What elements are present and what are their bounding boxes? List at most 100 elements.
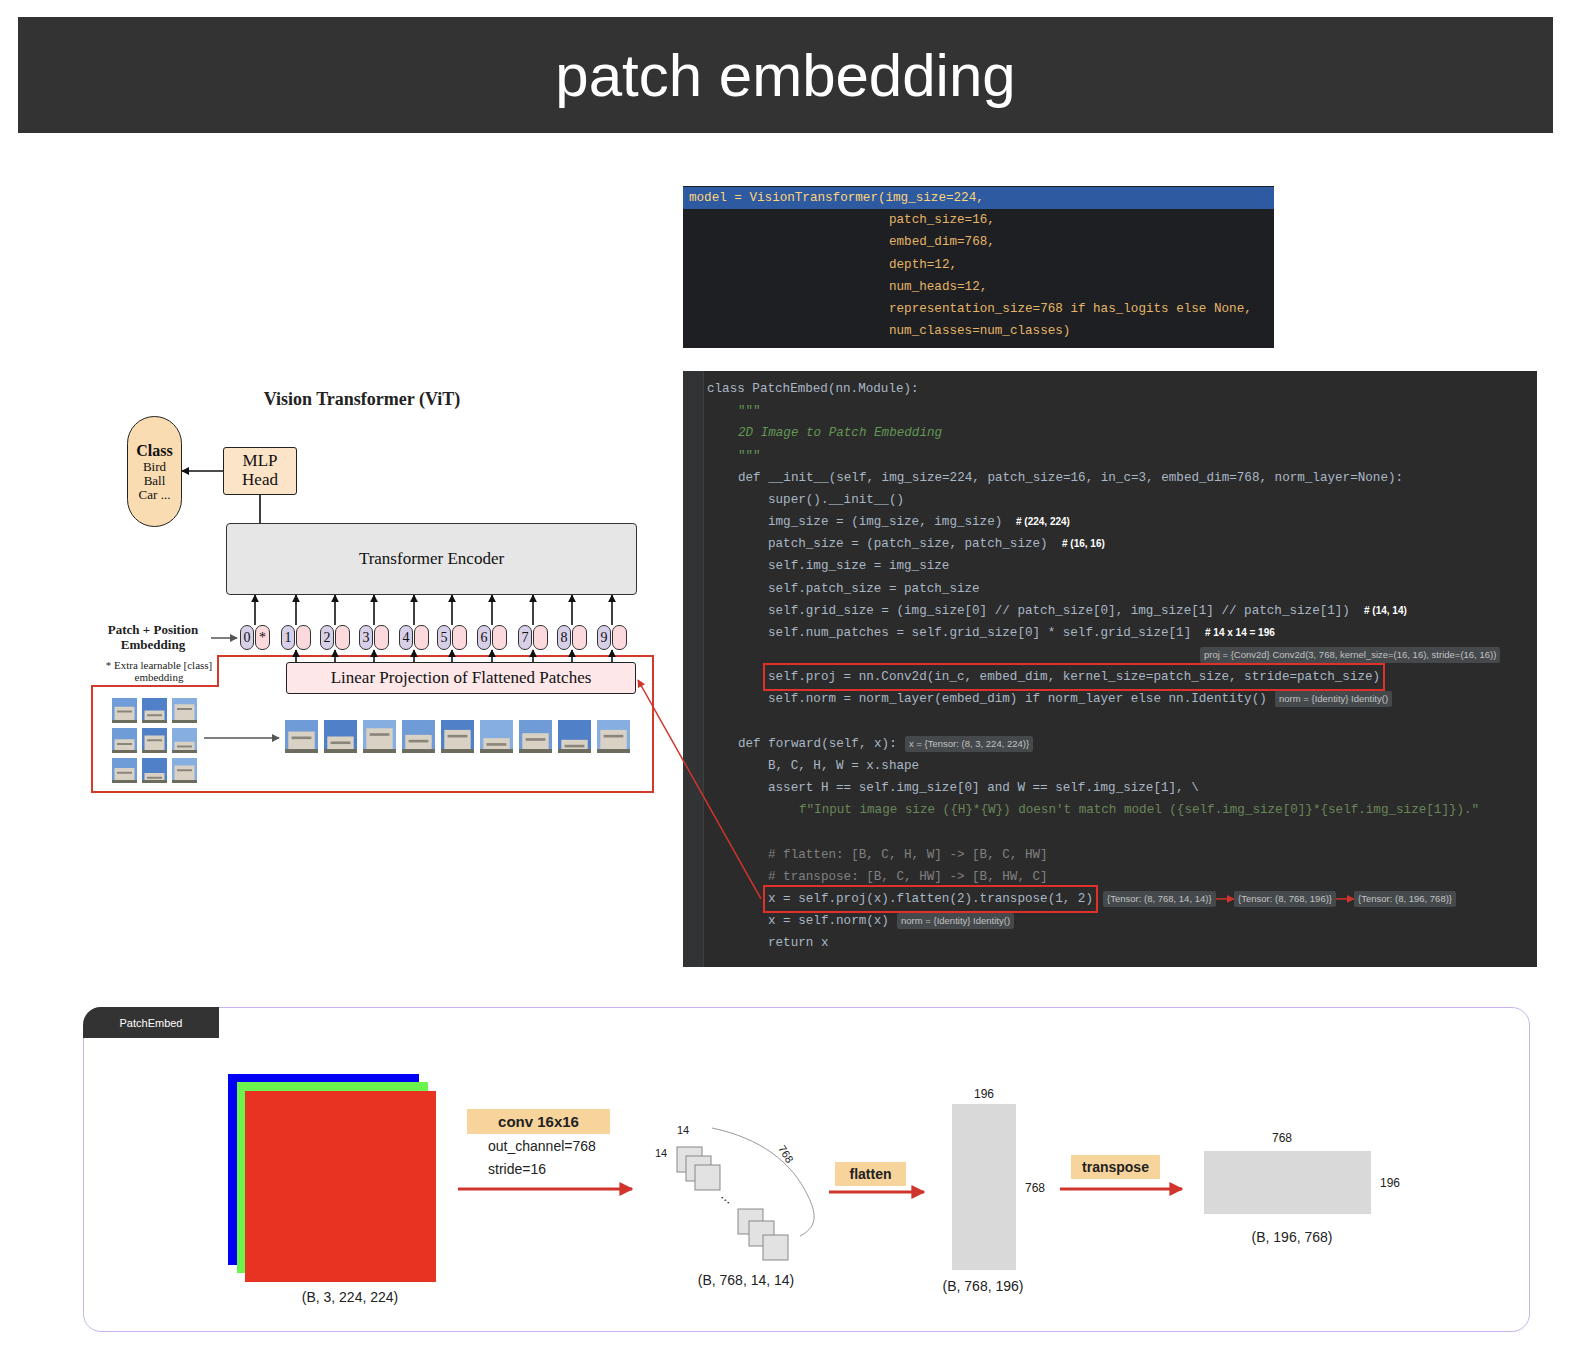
code-line: 2D Image to Patch Embedding (738, 424, 942, 442)
windows (117, 772, 132, 774)
photo-patch (558, 720, 591, 753)
photo-patch (363, 720, 396, 753)
sky (172, 758, 197, 783)
sky (142, 698, 167, 723)
ground (142, 720, 167, 723)
ground (142, 750, 167, 753)
sky (142, 758, 167, 783)
connector (491, 595, 493, 625)
debug-badge: norm = {Identity} Identity() (1275, 691, 1392, 707)
position-number: 5 (437, 625, 451, 650)
leader-arrow (211, 637, 237, 639)
token-pair: 2 (320, 625, 350, 650)
debug-badge: norm = {Identity} Identity() (897, 913, 1014, 929)
embedding-capsule (492, 625, 507, 650)
position-number: 9 (597, 625, 611, 650)
connector (611, 595, 613, 625)
position-number: 7 (518, 625, 532, 650)
connector (259, 495, 261, 523)
shape-label: (B, 3, 224, 224) (302, 1289, 399, 1305)
ground (441, 749, 474, 753)
debug-value: norm = {Identity} Identity() (901, 913, 1010, 929)
sky (112, 698, 137, 723)
feature-map (763, 1235, 788, 1260)
photo-patch (172, 758, 197, 783)
code-line: embed_dim=768, (889, 233, 995, 251)
parameter-text: stride=16 (488, 1161, 546, 1177)
windows (409, 740, 429, 743)
photo-patch (142, 758, 167, 783)
code-line: self.num_patches = self.grid_size[0] * s… (768, 624, 1191, 642)
code-line: f"Input image size ({H}*{W}) doesn't mat… (799, 801, 1479, 819)
windows (526, 738, 546, 741)
windows (147, 714, 162, 716)
code-panel: model = VisionTransformer(img_size=224,p… (683, 186, 1274, 348)
code-line: patch_size=16, (889, 211, 995, 229)
operation-tag: transpose (1071, 1155, 1160, 1179)
code-line: depth=12, (889, 256, 957, 274)
sky (142, 728, 167, 753)
dimension-label: 768 (1025, 1181, 1045, 1195)
embedding-capsule (533, 625, 548, 650)
shape-label: (B, 768, 14, 14) (698, 1272, 795, 1288)
sky (172, 698, 197, 723)
debug-value: {Tensor: (8, 196, 768)} (1358, 891, 1452, 907)
windows (177, 769, 192, 771)
connector (373, 595, 375, 625)
windows (177, 746, 192, 748)
photo-patch (519, 720, 552, 753)
class-capsule: ClassBird Ball Car ... (127, 416, 182, 527)
sky (172, 728, 197, 753)
code-line: x = self.norm(x) (768, 912, 889, 930)
token-pair: 8 (557, 625, 587, 650)
dimension-label: 196 (1380, 1176, 1400, 1190)
windows (117, 711, 132, 713)
windows (177, 708, 192, 710)
connector (413, 650, 415, 662)
code-line: super().__init__() (768, 491, 904, 509)
position-number: 4 (399, 625, 413, 650)
connector (491, 650, 493, 662)
sky (558, 720, 591, 753)
code-line: def forward(self, x): (738, 735, 897, 753)
embedding-capsule: * (255, 625, 270, 650)
debug-value: proj = {Conv2d} Conv2d(3, 768, kernel_si… (1204, 647, 1496, 663)
flattened-tensor (952, 1104, 1016, 1270)
sky (285, 720, 318, 753)
ground (172, 720, 197, 723)
windows (147, 739, 162, 741)
box-label: Transformer Encoder (359, 550, 504, 569)
operation-tag: flatten (835, 1162, 906, 1186)
connector (373, 650, 375, 662)
position-number: 3 (359, 625, 373, 650)
embedding-capsule (296, 625, 311, 650)
mlp-head-box: MLP Head (223, 447, 297, 495)
connector (254, 595, 256, 625)
photo-patch (142, 698, 167, 723)
photo-patch (324, 720, 357, 753)
operation-tag: conv 16x16 (467, 1109, 610, 1134)
photo-patch (480, 720, 513, 753)
operation-label: conv 16x16 (498, 1113, 579, 1130)
windows (292, 737, 312, 740)
connector (532, 650, 534, 662)
dimension-label: 14 (655, 1147, 667, 1159)
channel-brace (712, 1128, 814, 1236)
position-number: 1 (281, 625, 295, 650)
photo-patch (285, 720, 318, 753)
connector (1216, 898, 1234, 900)
connector (451, 595, 453, 625)
box-label: Linear Projection of Flattened Patches (331, 669, 592, 688)
windows (331, 741, 351, 744)
code-line: x = self.proj(x).flatten(2).transpose(1,… (768, 890, 1093, 908)
position-number: 2 (320, 625, 334, 650)
code-line: img_size = (img_size, img_size) (768, 513, 1002, 531)
title-bar: patch embedding (18, 17, 1553, 133)
token-pair: 5 (437, 625, 467, 650)
ground (597, 749, 630, 753)
ground (172, 750, 197, 753)
position-number: 0 (240, 625, 254, 650)
highlight-outline (92, 656, 653, 792)
sky (441, 720, 474, 753)
figure-title: Vision Transformer (ViT) (264, 389, 461, 410)
